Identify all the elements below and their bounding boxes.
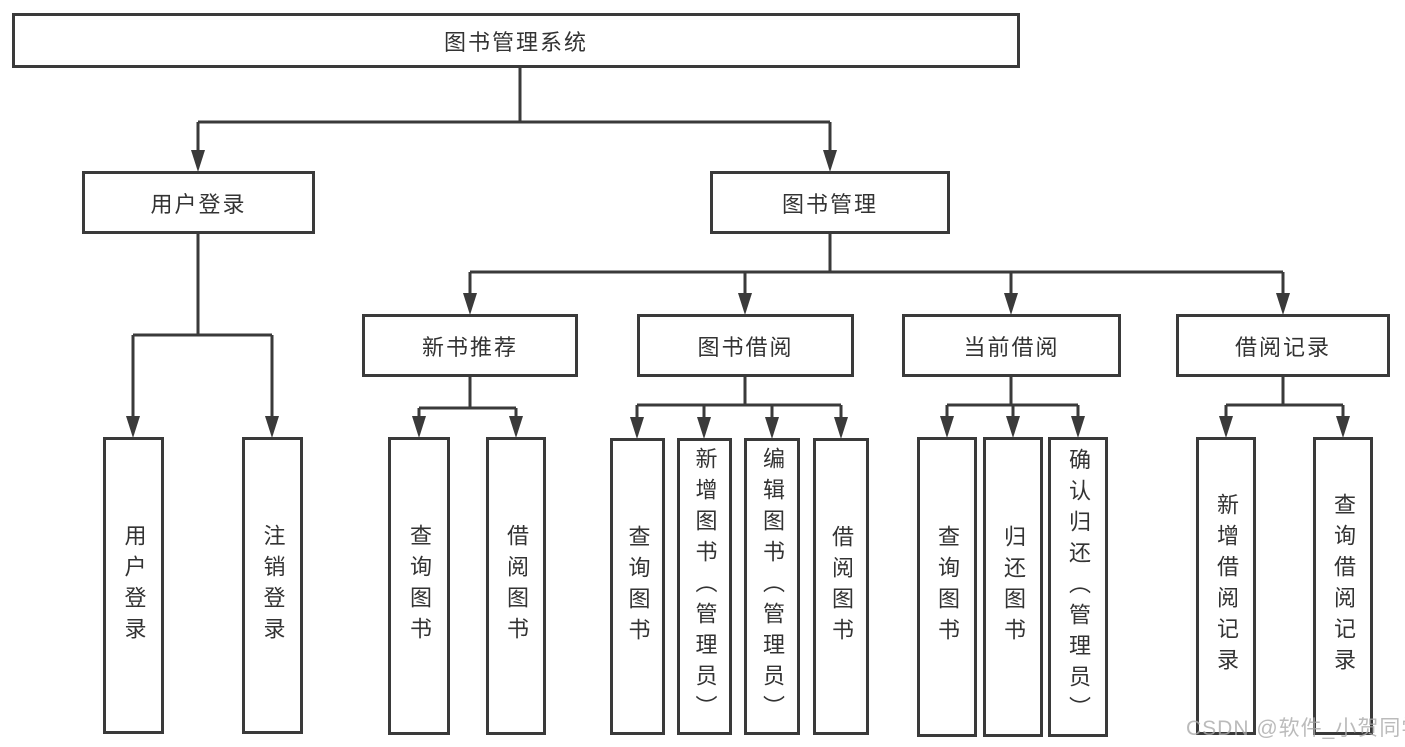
csdn-watermark: CSDN @软件_小贺同学 <box>1186 717 1405 740</box>
node-leaf-confirm-return: 确认归还（管理员） <box>1048 437 1108 737</box>
node-label: 查询图书 <box>407 524 432 648</box>
arrowhead <box>1219 416 1233 438</box>
connector-book-mgmt <box>468 234 1285 295</box>
node-leaf-borrow-books-new: 借阅图书 <box>486 437 546 735</box>
node-leaf-query-books-borrow: 查询图书 <box>610 438 665 735</box>
arrowhead <box>940 416 954 438</box>
arrowhead <box>265 416 279 438</box>
connector-borrow-records <box>1224 377 1345 418</box>
node-label: 查询图书 <box>935 525 960 649</box>
connector-book-borrow <box>635 377 843 418</box>
node-label: 图书管理系统 <box>443 29 588 55</box>
node-leaf-edit-books: 编辑图书（管理员） <box>744 438 800 735</box>
arrowhead <box>697 417 711 439</box>
node-label: 编辑图书（管理员） <box>760 447 785 726</box>
arrowhead <box>1006 416 1020 438</box>
arrowhead <box>412 416 426 438</box>
node-label: 确认归还（管理员） <box>1066 447 1091 727</box>
connector-user-login <box>131 234 274 418</box>
node-label: 当前借阅 <box>963 334 1060 360</box>
connector-current-borrow <box>945 377 1080 418</box>
arrowhead <box>509 416 523 438</box>
node-label: 新书推荐 <box>421 334 518 360</box>
node-leaf-add-borrow-record: 新增借阅记录 <box>1196 437 1256 735</box>
arrowhead <box>834 417 848 439</box>
arrowhead <box>765 417 779 439</box>
node-leaf-query-borrow-record: 查询借阅记录 <box>1313 437 1373 735</box>
node-label: 图书管理 <box>781 191 878 217</box>
node-current-borrow: 当前借阅 <box>902 314 1121 377</box>
node-leaf-borrow-books-borrow: 借阅图书 <box>813 438 869 735</box>
node-book-borrow: 图书借阅 <box>637 314 854 377</box>
node-label: 注销登录 <box>260 523 286 648</box>
node-label: 借阅记录 <box>1234 334 1331 360</box>
node-label: 用户登录 <box>150 191 247 217</box>
arrowhead <box>1004 293 1018 315</box>
node-leaf-query-books-new: 查询图书 <box>388 437 450 735</box>
arrowhead <box>1336 416 1350 438</box>
node-book-mgmt-branch: 图书管理 <box>710 171 950 234</box>
node-label: 新增借阅记录 <box>1214 493 1239 679</box>
node-label: 借阅图书 <box>829 524 854 649</box>
node-label: 查询图书 <box>625 524 651 649</box>
arrowhead <box>463 293 477 315</box>
arrowhead <box>1071 416 1085 438</box>
node-leaf-user-login: 用户登录 <box>103 437 164 734</box>
arrowhead <box>191 150 205 172</box>
node-leaf-return-books: 归还图书 <box>983 437 1043 737</box>
arrowhead <box>630 417 644 439</box>
arrowhead <box>738 293 752 315</box>
arrowhead <box>126 416 140 438</box>
node-label: 用户登录 <box>121 523 147 648</box>
node-borrow-records: 借阅记录 <box>1176 314 1390 377</box>
node-user-login-branch: 用户登录 <box>82 171 315 234</box>
node-root: 图书管理系统 <box>12 13 1020 68</box>
node-leaf-query-books-current: 查询图书 <box>917 437 977 737</box>
arrowhead <box>1276 293 1290 315</box>
node-leaf-logout: 注销登录 <box>242 437 303 734</box>
node-label: 查询借阅记录 <box>1331 493 1356 679</box>
node-label: 归还图书 <box>1001 525 1026 649</box>
connector-new-book-rec <box>417 377 518 418</box>
node-label: 借阅图书 <box>504 524 529 648</box>
connector-root <box>196 68 832 153</box>
node-new-book-rec: 新书推荐 <box>362 314 578 377</box>
node-label: 图书借阅 <box>697 334 794 360</box>
arrowhead <box>823 150 837 172</box>
node-leaf-add-books: 新增图书（管理员） <box>677 438 732 735</box>
node-label: 新增图书（管理员） <box>692 447 718 726</box>
